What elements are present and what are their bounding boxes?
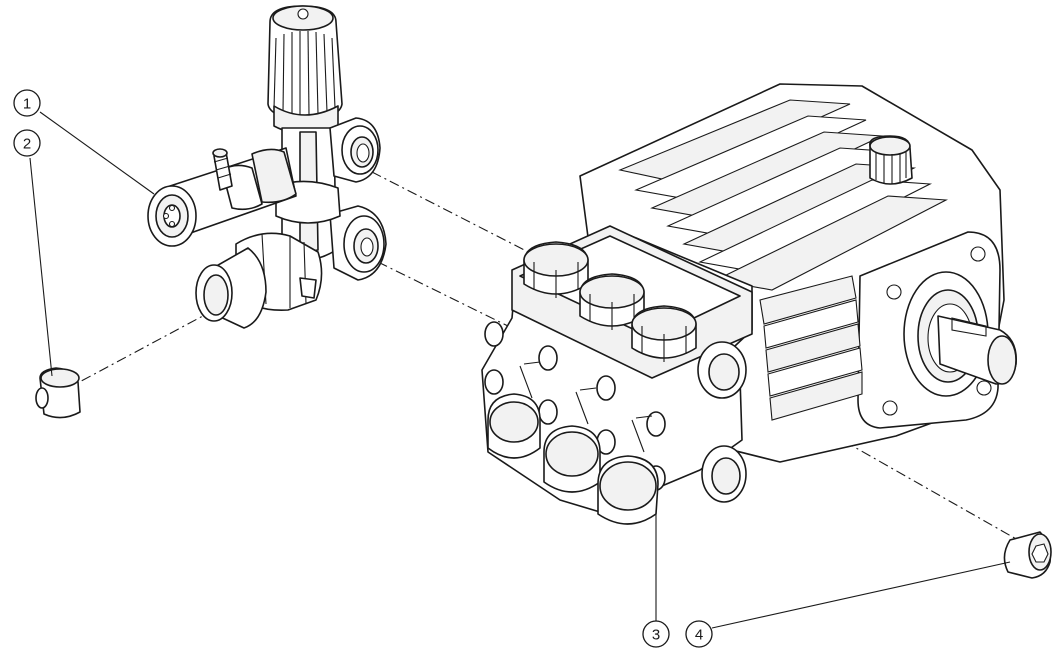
callout-label-3: 3: [652, 627, 660, 644]
valve-plugs: [487, 393, 659, 525]
plug-cap-icon: [35, 367, 81, 419]
callout-label-2: 2: [23, 136, 31, 153]
leader-line-2: [29, 157, 53, 377]
callout-3: 3: [642, 620, 670, 648]
assembly-line-nut: [739, 381, 1019, 541]
assembly-line-upper: [371, 171, 541, 259]
callout-1: 1: [13, 89, 41, 117]
leader-line-4: [711, 561, 1011, 629]
top-plugs: [523, 241, 697, 362]
assembly-lines: [71, 171, 1019, 541]
assembly-line-plug: [71, 309, 215, 387]
assembly-line-middle: [377, 261, 513, 329]
leader-line-1: [39, 111, 155, 195]
callout-2: 2: [13, 129, 41, 157]
unloader-valve-icon: [147, 5, 387, 329]
callout-label-1: 1: [23, 96, 31, 113]
callout-label-4: 4: [695, 627, 703, 644]
sleeve-nut-icon: [1003, 531, 1052, 579]
pump-body-icon: [481, 83, 1017, 525]
callout-4: 4: [685, 620, 713, 648]
leader-lines: [29, 111, 1011, 629]
